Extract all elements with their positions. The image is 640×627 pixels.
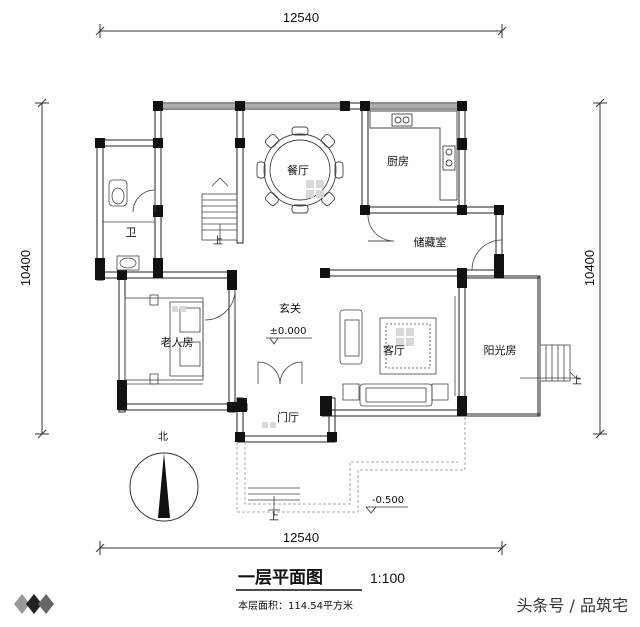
room-label-bathroom: 卫 <box>126 226 137 239</box>
right-dimension-label: 10400 <box>582 250 597 286</box>
left-dimension <box>35 98 49 439</box>
stair-up-label-porch: 上 <box>269 511 279 523</box>
dining-table <box>256 126 344 214</box>
interior-stairs <box>201 177 238 244</box>
stair-up-label-interior: 上 <box>213 235 223 247</box>
top-dimension-label: 12540 <box>283 10 319 25</box>
windows <box>163 104 457 108</box>
stair-up-label-sunroom: 上 <box>572 375 582 387</box>
sunroom-stairs <box>520 344 580 382</box>
room-label-foyer: 玄关 <box>279 301 301 315</box>
brand-logo <box>14 594 54 614</box>
columns <box>95 101 504 442</box>
walls <box>96 102 541 443</box>
living-room-furniture <box>339 296 456 407</box>
room-label-storage: 储藏室 <box>414 235 447 249</box>
left-dimension-label: 10400 <box>18 250 33 286</box>
entry-porch <box>236 416 466 513</box>
floor-area: 本层面积：114.54平方米 <box>238 599 353 612</box>
bathroom-fixtures <box>103 179 155 271</box>
room-label-entry-hall: 门厅 <box>277 410 299 424</box>
bottom-dimension <box>95 541 507 555</box>
porch-steps <box>248 487 300 516</box>
top-dimension <box>95 24 507 38</box>
doors <box>132 189 503 385</box>
watermark: 头条号 / 品筑宅 <box>516 596 628 615</box>
level-marker-floor <box>266 337 312 345</box>
elder-room-bed <box>124 294 204 385</box>
faint-logo-marks <box>172 180 414 428</box>
north-arrow <box>129 452 199 522</box>
north-label: 北 <box>158 431 168 443</box>
plan-title: 一层平面图 <box>238 568 323 588</box>
room-label-kitchen: 厨房 <box>387 155 409 168</box>
level-marker-outside <box>365 506 408 514</box>
right-dimension <box>593 98 607 439</box>
room-label-elder-room: 老人房 <box>161 336 194 349</box>
bottom-dimension-label: 12540 <box>283 530 319 545</box>
plan-scale: 1:100 <box>370 570 405 586</box>
floor-level-label: ±0.000 <box>269 326 306 337</box>
room-label-sunroom: 阳光房 <box>484 343 517 357</box>
room-label-living: 客厅 <box>383 343 405 357</box>
room-label-dining: 餐厅 <box>287 163 309 177</box>
outside-level-label: -0.500 <box>372 495 404 506</box>
kitchen-counter <box>369 110 458 201</box>
